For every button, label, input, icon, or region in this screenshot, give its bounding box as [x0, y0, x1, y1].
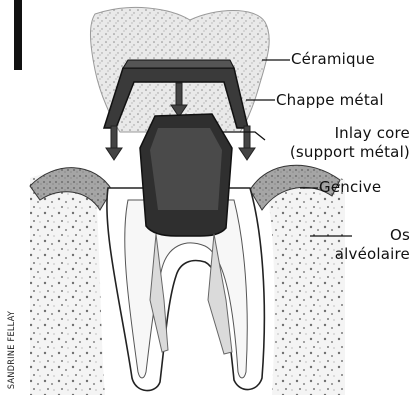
alveolar-bone [30, 173, 105, 395]
label-inlay-line1: Inlay core [272, 124, 410, 142]
label-os-line1: Os [352, 226, 410, 244]
label-chappe: Chappe métal [276, 91, 384, 109]
label-ceramique: Céramique [291, 50, 375, 68]
label-gencive: Gencive [319, 178, 381, 196]
side-bar [14, 0, 22, 70]
label-os-line2: alvéolaire [316, 245, 410, 263]
label-inlay-line2: (support métal) [260, 143, 410, 161]
photo-credit: SANDRINE FELLAY [7, 305, 17, 395]
